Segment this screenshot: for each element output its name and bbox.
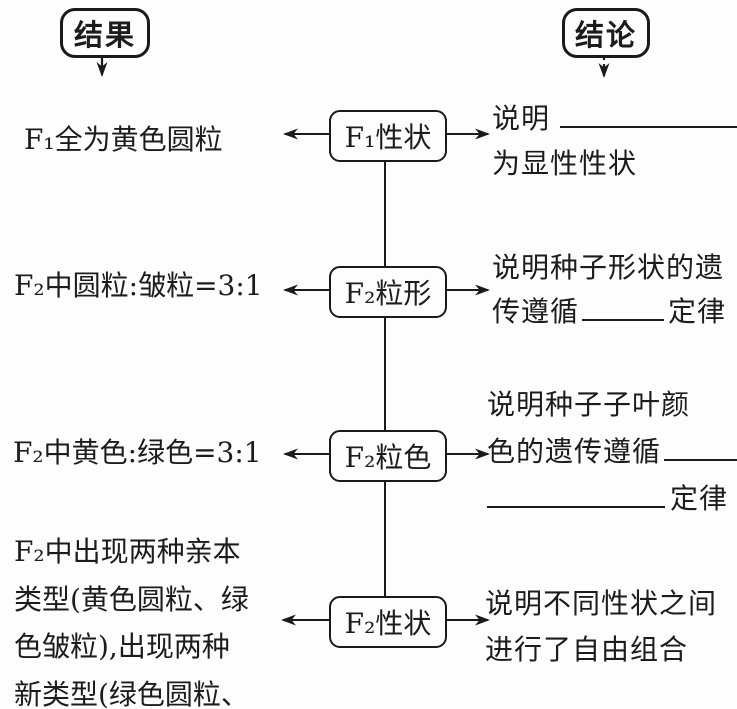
conclusion-row2-line2-post: 定律 [668,295,727,328]
result-row1-text: F₁全为黄色圆粒 [24,123,223,156]
node-f1-trait: F₁性状 [329,110,447,162]
node-f2-seed-color-label: F₂粒色 [344,441,432,474]
conclusion-row4-line2: 进行了自由组合 [485,633,689,666]
conclusion-row2-line2: 传遵循 定律 [492,290,726,334]
fill-in-blank-dominant-trait [560,99,737,128]
result-row4-line1: F₂中出现两种亲本 [14,535,241,568]
conclusion-row3-line3: 定律 [487,475,737,522]
result-row4-line2: 类型(黄色圆粒、绿 [14,582,249,616]
conclusion-row3-line1: 说明种子子叶颜 [487,388,691,421]
conclusion-row2-line2-pre: 传遵循 [492,295,580,328]
fill-in-blank-color-law-end [487,479,665,508]
conclusion-row2-line1: 说明种子形状的遗 [492,251,725,284]
conclusion-row4-text: 说明不同性状之间 进行了自由组合 [485,581,717,673]
conclusion-row3-line2-pre: 色的遗传遵循 [487,435,662,468]
conclusion-column-header: 结论 [562,8,650,58]
conclusion-row1-text: 说明 为显性性状 [492,96,737,186]
result-column-header: 结果 [60,8,150,58]
node-f2-traits-label: F₂性状 [344,607,432,640]
node-f2-seed-color: F₂粒色 [329,430,447,482]
node-f2-seed-shape-label: F₂粒形 [344,277,432,310]
conclusion-row1-line2: 为显性性状 [492,147,638,180]
conclusion-row1-line1: 说明 [492,96,737,141]
result-header-label: 结果 [73,18,136,52]
conclusion-row2-text: 说明种子形状的遗 传遵循 定律 [492,246,726,334]
conclusion-row3-text: 说明种子子叶颜 色的遗传遵循 定律 [487,381,737,522]
conclusion-row1-line1-text: 说明 [492,102,551,135]
result-row2-text: F₂中圆粒:皱粒=3:1 [14,269,263,302]
result-row4-text: F₂中出现两种亲本 类型(黄色圆粒、绿 色皱粒),出现两种 新类型(绿色圆粒、 [14,528,249,709]
result-row4-line3: 色皱粒),出现两种 [14,630,230,663]
fill-in-blank-shape-law [582,292,665,321]
conclusion-row3-line3-post: 定律 [670,482,729,515]
node-f2-seed-shape: F₂粒形 [329,266,447,318]
conclusion-row4-line1: 说明不同性状之间 [485,587,718,620]
node-f2-traits: F₂性状 [329,596,447,648]
node-f1-trait-label: F₁性状 [344,121,432,154]
result-row3-text: F₂中黄色:绿色=3:1 [13,436,262,469]
conclusion-row3-line2: 色的遗传遵循 [487,428,737,475]
result-row4-line4: 新类型(绿色圆粒、 [14,677,249,709]
fill-in-blank-color-law-start [664,432,737,461]
conclusion-header-label: 结论 [574,18,637,52]
